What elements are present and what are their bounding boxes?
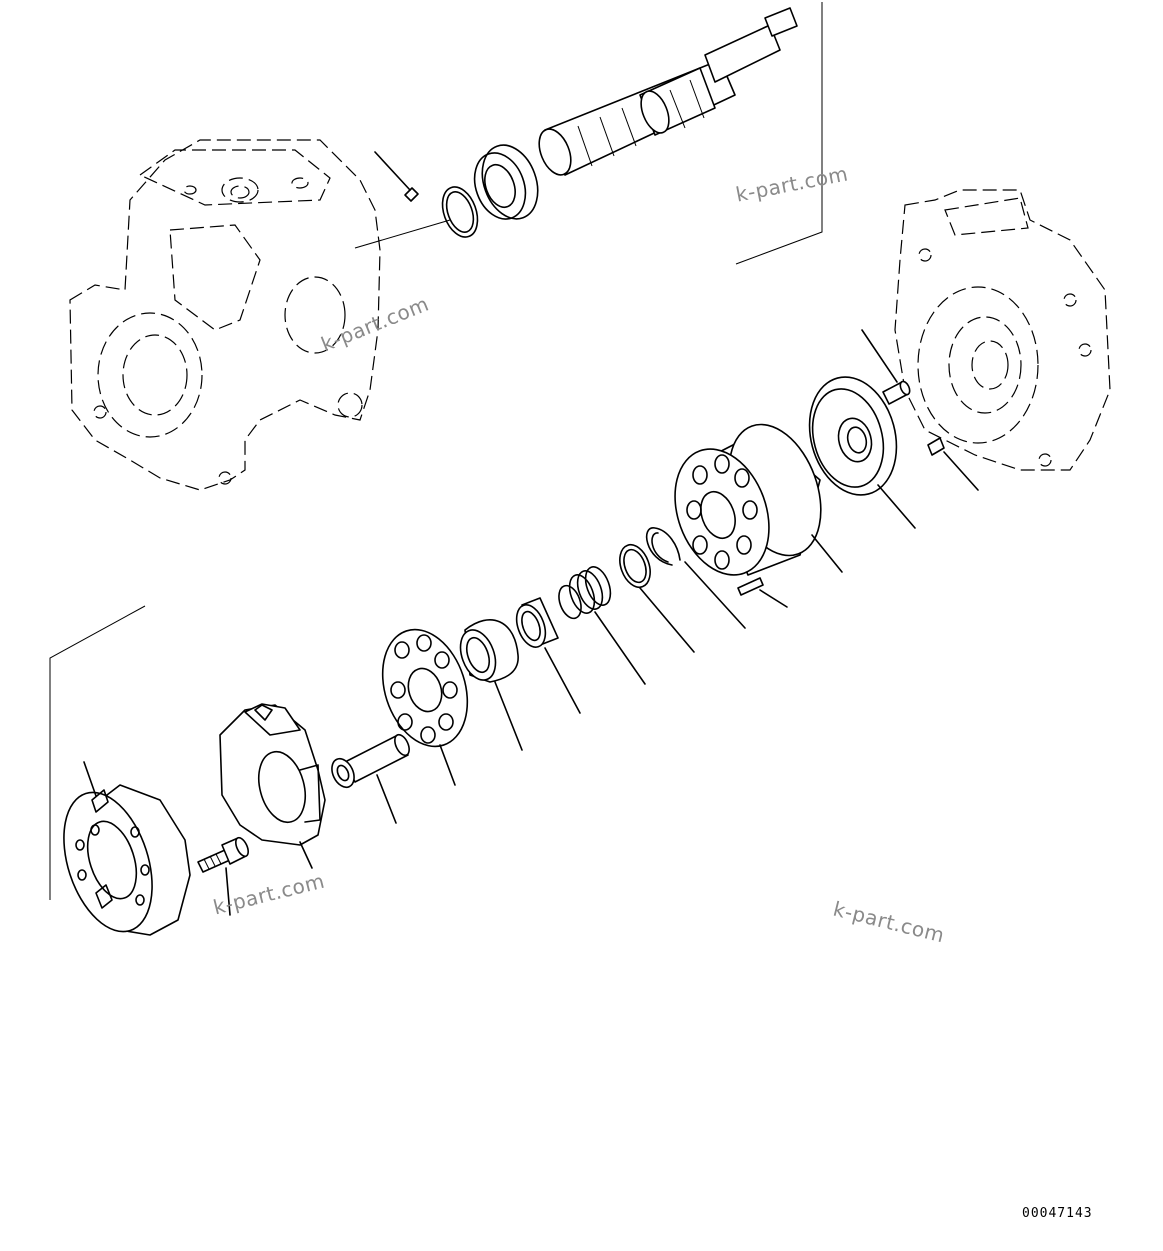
retainer-plate	[381, 628, 469, 786]
snap-ring	[645, 527, 746, 629]
dowel-pin-lower	[927, 437, 979, 491]
spherical-bush	[459, 619, 523, 751]
pump-housing-left	[69, 139, 381, 491]
dowel-pin-upper	[861, 329, 911, 405]
drawing-number: 00047143	[1022, 1206, 1093, 1221]
retaining-ring-shaft	[441, 186, 479, 238]
axis-line-shaft	[354, 219, 451, 249]
end-cover-flange	[63, 761, 191, 936]
cylinder-block	[674, 423, 843, 576]
retaining-ring	[619, 543, 695, 653]
shaft-key	[374, 151, 419, 202]
swash-plate	[219, 703, 326, 869]
pump-housing-right	[894, 189, 1111, 471]
spacer-collar	[515, 597, 581, 714]
reference-frame-lines	[49, 2, 823, 900]
spring-set	[558, 566, 646, 685]
valve-plate	[808, 376, 916, 529]
piston-assembly	[331, 733, 410, 824]
shaft-bearing	[473, 144, 539, 220]
drive-shaft	[538, 7, 798, 176]
cylinder-pin	[737, 577, 788, 608]
socket-bolt	[197, 836, 249, 916]
